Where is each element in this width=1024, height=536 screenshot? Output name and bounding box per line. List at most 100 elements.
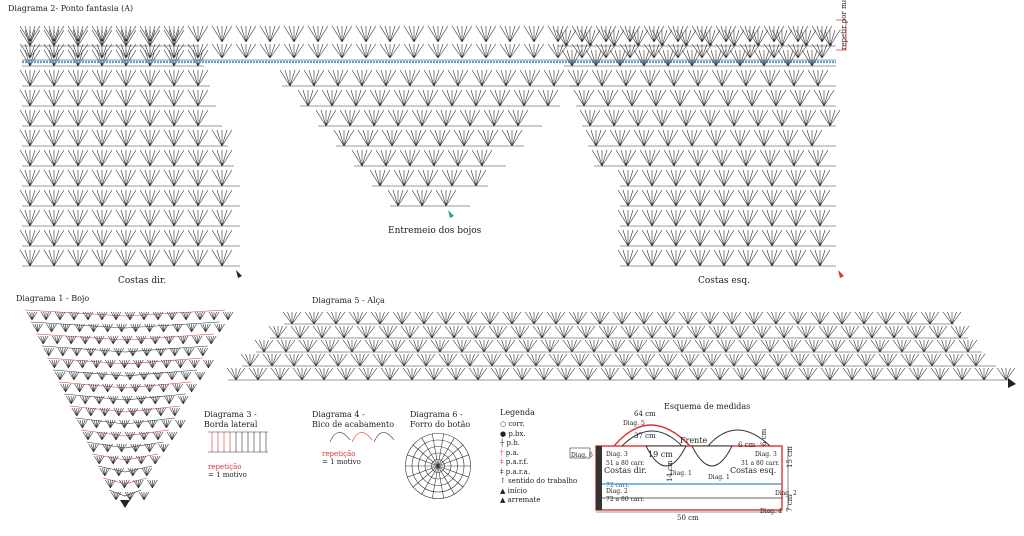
fan-stitch	[716, 339, 736, 353]
fan-stitch	[115, 43, 137, 59]
fan-stitch	[187, 169, 209, 187]
fan-stitch	[60, 383, 71, 393]
fan-stitch	[91, 189, 113, 207]
fan-stitch	[187, 25, 209, 43]
fan-stitch	[753, 49, 775, 67]
fan-stitch	[91, 209, 113, 227]
fan-stitch	[138, 431, 150, 441]
fan-stitch	[115, 129, 137, 147]
fan-stitch	[801, 49, 823, 67]
fan-stitch	[96, 311, 108, 321]
fan-stitch	[489, 89, 511, 107]
fan-stitch	[543, 69, 565, 87]
fan-stitch	[441, 89, 463, 107]
fan-stitch	[471, 149, 493, 167]
fan-stitch	[91, 419, 102, 429]
legend-item: ‡ p.a.r.f.	[500, 458, 528, 466]
fan-stitch	[774, 325, 794, 339]
fan-stitch	[405, 129, 427, 147]
fan-stitch	[474, 339, 494, 353]
button-spoke	[412, 444, 439, 467]
diagram-4-title-line1: Diagrama 4 -	[312, 410, 365, 419]
fan-stitch	[737, 189, 759, 207]
fan-stitch	[166, 371, 178, 381]
fan-stitch	[665, 229, 687, 247]
measure-50cm: 50 cm	[677, 514, 699, 522]
fan-stitch	[424, 367, 444, 381]
button-spoke	[431, 433, 439, 467]
fan-stitch	[124, 491, 136, 501]
fan-stitch	[115, 149, 137, 167]
legend-item: ┼ p.b.	[500, 439, 520, 447]
fan-stitch	[149, 455, 161, 465]
fan-stitch	[186, 383, 197, 393]
fan-stitch	[119, 419, 130, 429]
fan-stitch	[85, 347, 97, 357]
fan-stitch	[180, 371, 192, 381]
picot-shell	[373, 432, 395, 443]
fan-stitch	[161, 419, 172, 429]
schema-diag1-left: Diag. 1	[670, 470, 692, 477]
fan-stitch	[561, 49, 583, 67]
fan-stitch	[490, 367, 510, 381]
entremeio-label: Entremeio dos bojos	[388, 226, 482, 236]
fan-stitch	[737, 169, 759, 187]
fan-stitch	[782, 339, 802, 353]
fan-stitch	[555, 29, 577, 47]
fan-stitch	[67, 69, 89, 87]
fan-stitch	[771, 29, 793, 47]
fan-stitch	[43, 149, 65, 167]
fan-stitch	[447, 69, 469, 87]
fan-stitch	[761, 209, 783, 227]
fan-stitch	[680, 353, 700, 367]
fan-stitch	[614, 353, 634, 367]
fan-stitch	[636, 353, 656, 367]
schema-diag1-right: Diag. 1	[708, 474, 730, 481]
fan-stitch	[628, 339, 648, 353]
fan-stitch	[19, 149, 41, 167]
fan-stitch	[306, 353, 326, 367]
fan-stitch	[180, 311, 192, 321]
fan-stitch	[187, 149, 209, 167]
fan-stitch	[591, 69, 613, 87]
fan-stitch	[724, 353, 744, 367]
fan-stitch	[161, 359, 172, 369]
fan-stitch	[315, 109, 337, 127]
picot-shell	[329, 432, 351, 443]
fan-stitch	[351, 69, 373, 87]
fan-stitch	[121, 395, 133, 405]
fan-stitch	[348, 311, 368, 325]
fan-stitch	[91, 359, 102, 369]
fan-stitch	[717, 89, 739, 107]
fan-stitch	[834, 353, 854, 367]
fan-stitch	[771, 109, 793, 127]
fan-stitch	[619, 25, 641, 43]
fan-stitch	[133, 359, 144, 369]
fan-stitch	[211, 229, 233, 247]
fan-stitch	[71, 407, 83, 417]
fan-stitch	[67, 43, 89, 59]
fan-stitch	[163, 69, 185, 87]
fan-stitch	[102, 323, 113, 333]
fan-stitch	[737, 209, 759, 227]
fan-stitch	[138, 491, 150, 501]
fan-stitch	[369, 89, 391, 107]
fan-stitch	[172, 383, 183, 393]
legend-item: ▲ arremate	[500, 496, 540, 504]
fan-stitch	[110, 491, 122, 501]
fan-stitch	[813, 89, 835, 107]
fan-stitch	[729, 49, 751, 67]
legend-label: sentido do trabalho	[508, 477, 578, 485]
legend-item: ● p.bx.	[500, 430, 526, 438]
fan-stitch	[789, 89, 811, 107]
fan-stitch	[60, 323, 71, 333]
fan-stitch	[304, 311, 324, 325]
fan-stitch	[512, 367, 532, 381]
fan-stitch	[91, 129, 113, 147]
fan-stitch	[357, 129, 379, 147]
fan-stitch	[214, 323, 225, 333]
fan-stitch	[471, 69, 493, 87]
fan-stitch	[379, 25, 401, 43]
fan-stitch	[854, 311, 874, 325]
fan-stitch	[754, 367, 774, 381]
